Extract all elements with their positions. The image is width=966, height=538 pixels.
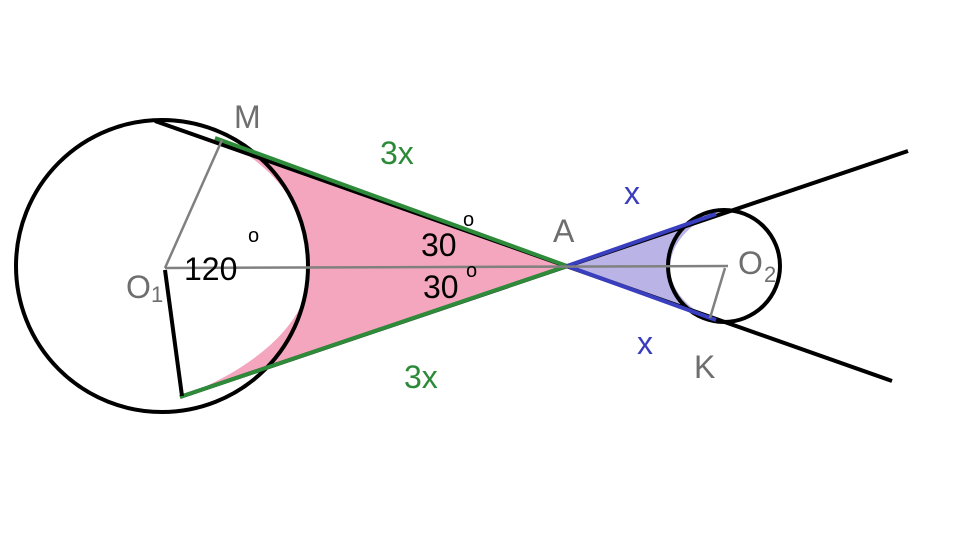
label-angle-30-upper: 30 (421, 227, 457, 263)
label-o2-subscript: 2 (764, 262, 776, 287)
label-point-m: M (234, 99, 261, 135)
label-angle-120: 120 (184, 251, 237, 287)
radius-o1-lower (163, 269, 184, 397)
label-angle-120-degree: o (248, 225, 259, 247)
label-point-a: A (553, 213, 575, 249)
label-o2-letter: O (738, 245, 763, 281)
label-length-ma: 3x (380, 135, 414, 171)
radius-o2-k (708, 267, 727, 319)
label-o1-subscript: 1 (151, 282, 163, 307)
label-point-o1: O 1 (126, 269, 163, 307)
label-angle-30-lower: 30 (423, 269, 459, 305)
label-point-o2: O 2 (738, 245, 776, 287)
tangent-segment-ma (214, 136, 568, 268)
tangent-segment-ak (566, 264, 717, 322)
center-line-o1-o2 (164, 264, 729, 270)
label-angle-30-upper-degree: o (463, 209, 474, 231)
tangent-segment-lower-a (179, 264, 568, 399)
label-point-k: K (694, 349, 715, 385)
circle-o1 (14, 118, 310, 414)
label-length-upper-right: x (624, 175, 640, 211)
tangent-segment-a-upper-small (566, 212, 717, 268)
label-length-lower-left: 3x (404, 359, 438, 395)
radius-o1-m (163, 139, 224, 269)
label-length-ak: x (637, 325, 653, 361)
label-angle-30-lower-degree: o (466, 260, 477, 282)
label-o1-letter: O (126, 269, 151, 305)
